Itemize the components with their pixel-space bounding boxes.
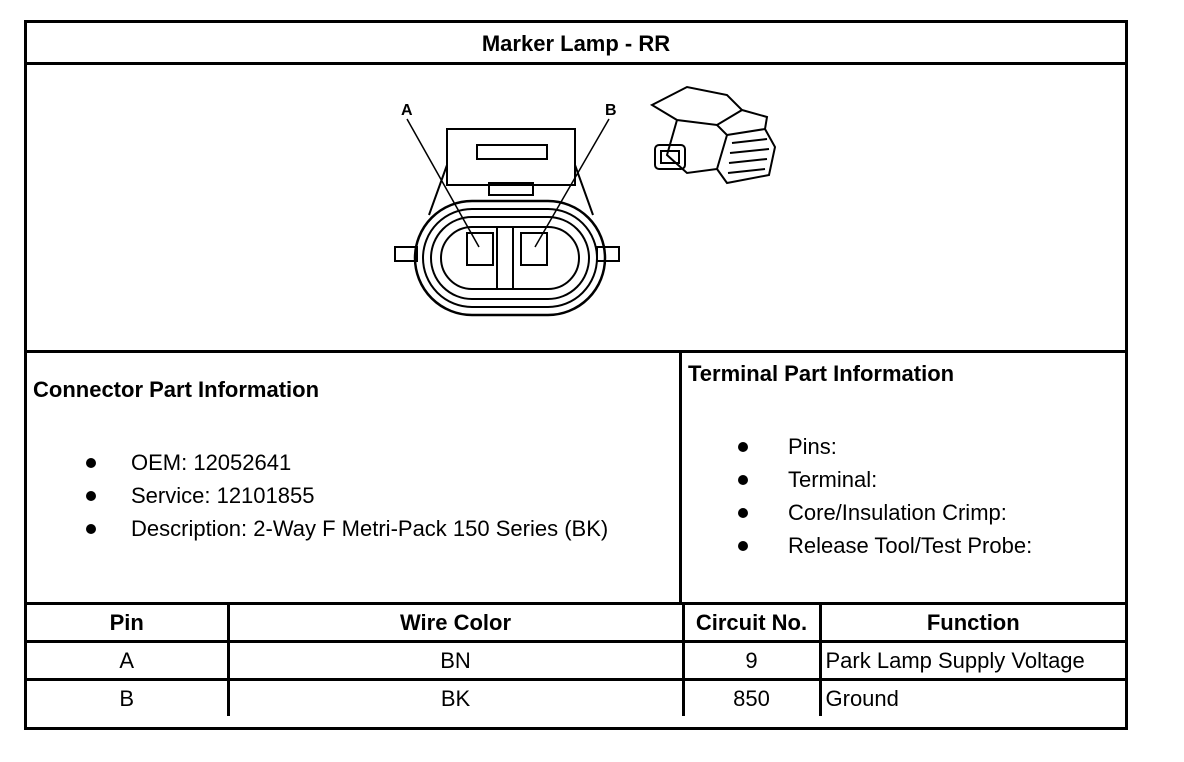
- header-wire-color: Wire Color: [226, 605, 685, 643]
- table-row: A BN 9 Park Lamp Supply Voltage: [27, 640, 1125, 681]
- bullet-icon: [738, 541, 748, 551]
- cavity-wall: [440, 226, 580, 290]
- bullet-icon: [738, 475, 748, 485]
- cell-pin: A: [27, 640, 230, 681]
- cell-function: Ground: [818, 678, 1125, 716]
- part-information: Connector Part Information OEM: 12052641…: [27, 353, 1125, 605]
- pin-label-b: B: [605, 102, 617, 119]
- bullet-icon: [86, 524, 96, 534]
- terminal-info-heading: Terminal Part Information: [688, 361, 955, 386]
- bullet-icon: [738, 508, 748, 518]
- shell-ring: [422, 208, 598, 308]
- header-pin: Pin: [27, 605, 230, 643]
- cell-wire-color: BK: [226, 678, 685, 716]
- right-ear: [596, 246, 620, 262]
- cell-circuit-no: 9: [681, 640, 822, 681]
- center-divider: [496, 226, 514, 290]
- leader-a: [406, 118, 480, 248]
- cell-wire-color: BN: [226, 640, 685, 681]
- bullet-icon: [86, 491, 96, 501]
- left-ear: [394, 246, 418, 262]
- pin-label-a: A: [401, 102, 413, 119]
- cell-pin: B: [27, 678, 230, 716]
- header-circuit-no: Circuit No.: [681, 605, 822, 643]
- leader-b: [534, 118, 610, 248]
- pin-table: Pin Wire Color Circuit No. Function A BN…: [27, 605, 1125, 716]
- inner-ring: [430, 216, 590, 300]
- connector-illustration: A B: [27, 65, 1125, 353]
- table-row: B BK 850 Ground: [27, 678, 1125, 716]
- header-function: Function: [818, 605, 1125, 643]
- table-header-row: Pin Wire Color Circuit No. Function: [27, 605, 1125, 643]
- connector-sheet: Marker Lamp - RR: [24, 20, 1128, 730]
- bullet-icon: [86, 458, 96, 468]
- bullet-icon: [738, 442, 748, 452]
- connector-diagram: A B: [394, 85, 777, 317]
- cell-circuit-no: 850: [681, 678, 822, 716]
- cell-function: Park Lamp Supply Voltage: [818, 640, 1125, 681]
- latch-window: [476, 144, 548, 160]
- terminal-a: [466, 232, 494, 266]
- outer-shell: [413, 199, 607, 317]
- terminal-part-info: Terminal Part Information Pins: Terminal…: [688, 361, 1033, 558]
- connector-isometric: [649, 85, 777, 185]
- connector-info-heading: Connector Part Information: [33, 377, 320, 402]
- latch-tab: [488, 182, 534, 196]
- terminal-b: [520, 232, 548, 266]
- connector-latch: [446, 128, 576, 186]
- page-title: Marker Lamp - RR: [27, 23, 1125, 65]
- connector-part-info: Connector Part Information OEM: 12052641…: [27, 353, 682, 602]
